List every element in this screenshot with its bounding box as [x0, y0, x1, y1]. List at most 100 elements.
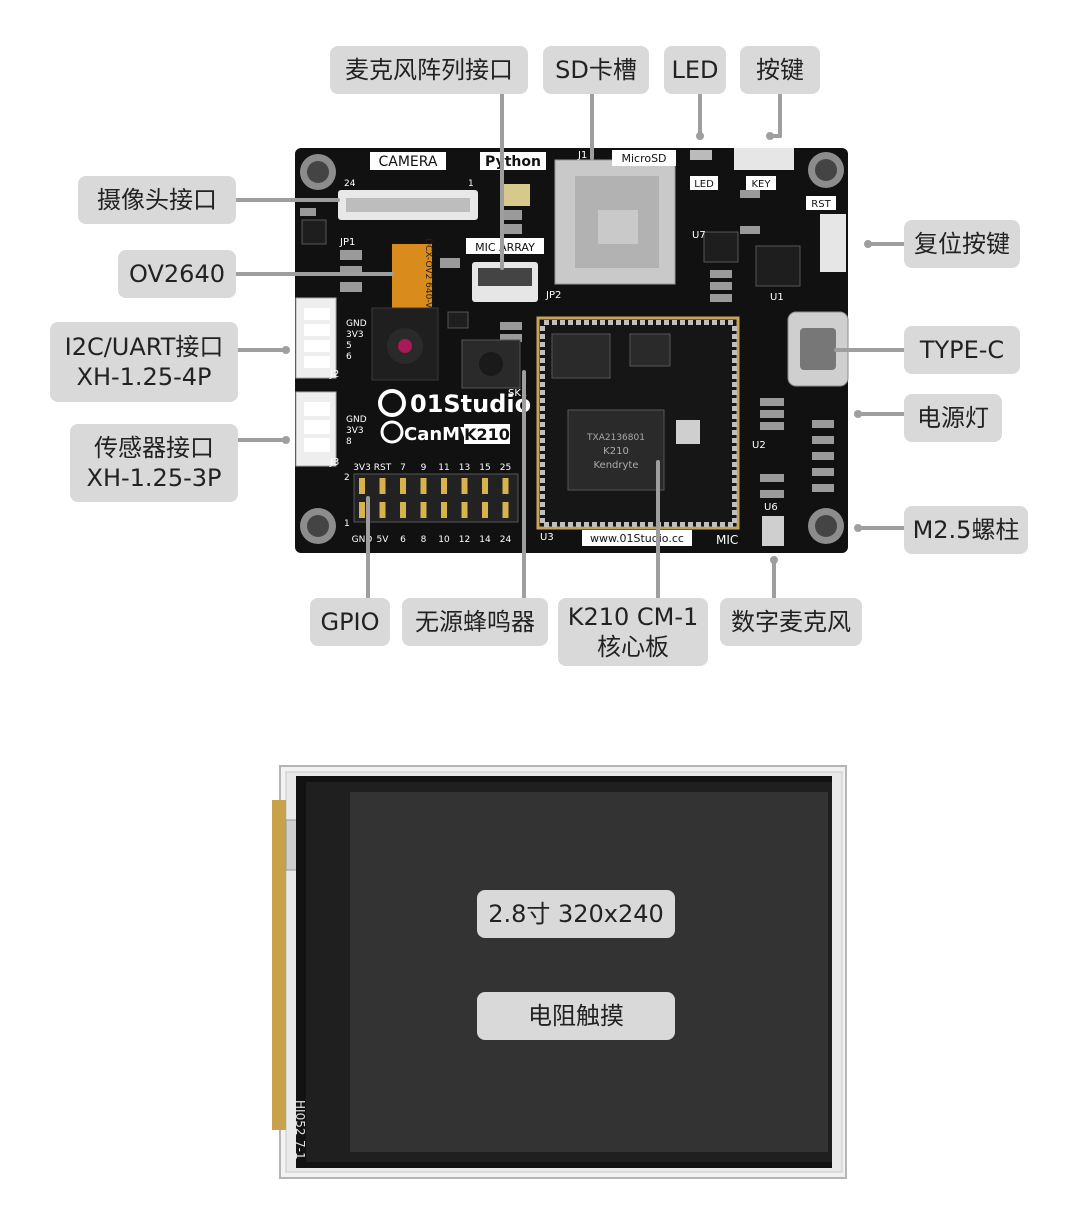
svg-text:HI052: HI052 [293, 1100, 307, 1135]
core-pad [732, 486, 737, 491]
camera-flex-cable [392, 244, 432, 308]
core-pad [540, 398, 545, 403]
gpio-label-bottom: GND [352, 535, 373, 545]
core-pad [732, 510, 737, 515]
svg-text:U3: U3 [540, 532, 554, 543]
gpio-label-bottom: 14 [479, 535, 491, 545]
gpio-pin [379, 478, 386, 494]
gpio-pin [359, 502, 365, 518]
svg-text:7-1: 7-1 [293, 1140, 307, 1160]
label-touch-type: 电阻触摸 [477, 992, 675, 1040]
core-pad [540, 462, 545, 467]
core-pad [732, 502, 737, 507]
core-pad [624, 320, 629, 325]
svg-text:GND: GND [346, 319, 367, 329]
core-pad [540, 510, 545, 515]
core-pad [648, 320, 653, 325]
core-pad [552, 320, 557, 325]
core-pad [648, 522, 653, 527]
core-pad [732, 342, 737, 347]
sensor-connector [295, 391, 337, 467]
core-pad [584, 522, 589, 527]
svg-text:K210: K210 [464, 425, 510, 444]
gpio-label-top: 25 [500, 463, 511, 473]
core-pad [540, 374, 545, 379]
label-type-c: TYPE-C [904, 326, 1020, 374]
svg-text:1: 1 [344, 519, 350, 529]
core-pad [540, 430, 545, 435]
core-pad [688, 522, 693, 527]
core-pad [672, 320, 677, 325]
core-pad [672, 522, 677, 527]
svg-text:J2: J2 [329, 369, 339, 380]
svg-text:LED: LED [694, 179, 714, 190]
svg-text:U6: U6 [764, 502, 778, 513]
label-digital-mic: 数字麦克风 [720, 598, 862, 646]
label-mic-array-port: 麦克风阵列接口 [330, 46, 528, 94]
gpio-label-bottom: 5V [377, 535, 390, 545]
silk-python: Python [485, 154, 541, 170]
gpio-label-top: 11 [438, 463, 449, 473]
gpio-label-top: 9 [421, 463, 427, 473]
svg-text:JP2: JP2 [545, 290, 561, 301]
gpio-label-bottom: 6 [400, 535, 406, 545]
core-pad [732, 446, 737, 451]
core-pad [704, 522, 709, 527]
core-pad [728, 522, 733, 527]
core-pad [540, 486, 545, 491]
gpio-label-bottom: 10 [438, 535, 450, 545]
gpio-pin [420, 478, 427, 494]
gpio-pin [441, 478, 447, 494]
label-camera-port: 摄像头接口 [78, 176, 236, 224]
gpio-pin [461, 502, 468, 518]
core-pad [540, 350, 545, 355]
core-pad [608, 320, 613, 325]
core-pad [712, 522, 717, 527]
core-pad [552, 522, 557, 527]
label-sd-slot: SD卡槽 [543, 46, 649, 94]
label-reset-button: 复位按键 [904, 220, 1020, 268]
core-pad [732, 462, 737, 467]
gpio-pin [441, 502, 447, 518]
core-pad [732, 518, 737, 523]
core-pad [732, 366, 737, 371]
svg-text:TXA2136801: TXA2136801 [586, 433, 645, 443]
core-pad [696, 522, 701, 527]
core-pad [584, 320, 589, 325]
core-pad [732, 398, 737, 403]
core-pad [540, 342, 545, 347]
svg-text:SK1: SK1 [508, 388, 527, 399]
key-switch [734, 148, 794, 170]
core-pad [540, 478, 545, 483]
svg-text:Kendryte: Kendryte [594, 460, 639, 471]
lcd-active-area [350, 792, 828, 1152]
label-led: LED [664, 46, 726, 94]
core-pad [592, 522, 597, 527]
silk-camera: CAMERA [378, 154, 437, 170]
core-pad [544, 320, 549, 325]
svg-text:3V3: 3V3 [346, 426, 364, 436]
gpio-pin [400, 502, 406, 518]
svg-text:5: 5 [346, 341, 352, 351]
core-pad [616, 522, 621, 527]
svg-text:2: 2 [344, 473, 350, 483]
svg-text:www.01Studio.cc: www.01Studio.cc [590, 532, 684, 545]
gpio-pin [482, 502, 488, 518]
core-pad [540, 326, 545, 331]
core-pad [732, 358, 737, 363]
core-pad [680, 522, 685, 527]
reset-switch [820, 214, 846, 272]
core-pad [592, 320, 597, 325]
core-pad [540, 406, 545, 411]
gpio-pin [420, 502, 427, 518]
gpio-pin [502, 502, 509, 518]
core-pad [728, 320, 733, 325]
label-power-led: 电源灯 [904, 394, 1002, 442]
core-pad [540, 470, 545, 475]
gpio-label-bottom: 8 [421, 535, 427, 545]
core-pad [732, 438, 737, 443]
core-pad [664, 320, 669, 325]
core-pad [732, 382, 737, 387]
core-pad [732, 414, 737, 419]
core-pad [688, 320, 693, 325]
